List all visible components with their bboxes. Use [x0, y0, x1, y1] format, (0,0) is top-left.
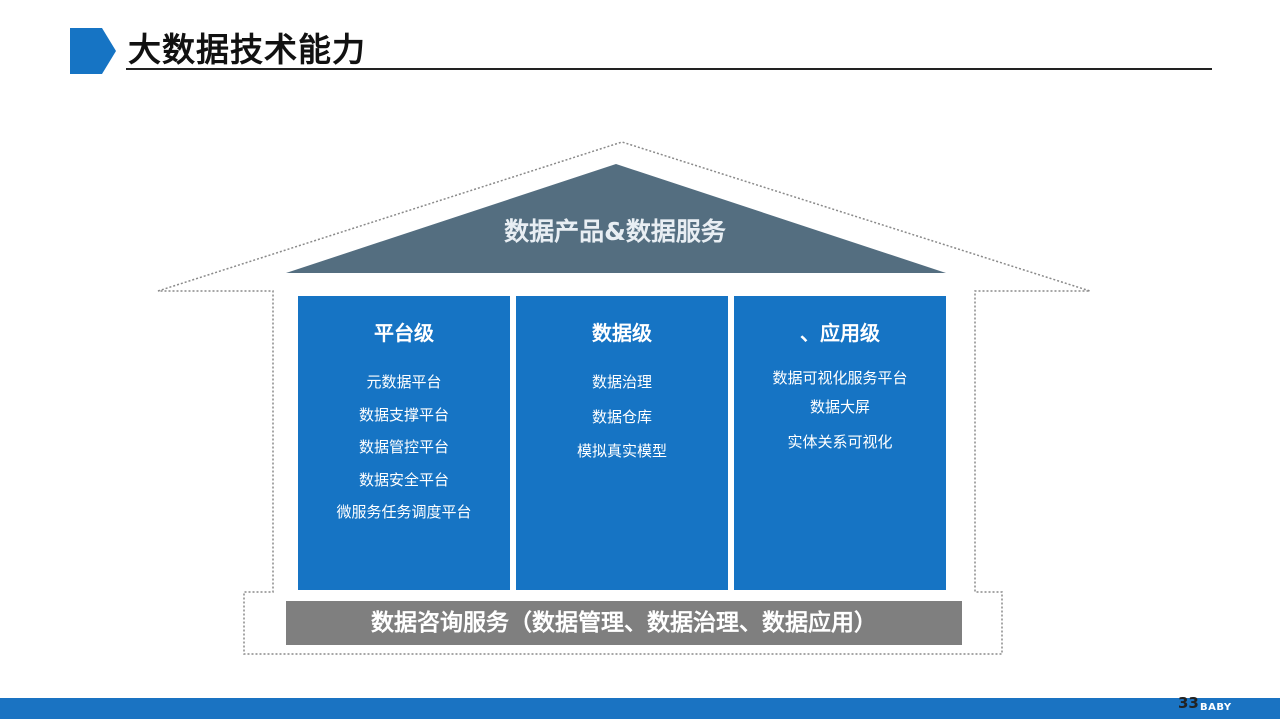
footer-band	[0, 698, 1280, 719]
list-item: 数据可视化服务平台	[772, 369, 908, 387]
base-consulting-bar: 数据咨询服务（数据管理、数据治理、数据应用）	[286, 601, 962, 645]
column-application-level: 、应用级 数据可视化服务平台 数据大屏 实体关系可视化	[734, 296, 946, 590]
column-item-list: 数据治理 数据仓库 模拟真实模型	[516, 372, 728, 476]
list-item: 元数据平台	[366, 373, 442, 391]
brand-logo-text: BABY	[1200, 702, 1232, 713]
slide-title-bar: 大数据技术能力	[70, 24, 1212, 74]
column-heading: 平台级	[374, 321, 434, 345]
list-item: 模拟真实模型	[576, 442, 667, 460]
column-heading: 、应用级	[800, 321, 880, 345]
slide-title: 大数据技术能力	[128, 30, 366, 69]
column-item-list: 数据可视化服务平台 数据大屏 实体关系可视化	[734, 368, 946, 461]
list-item: 数据支撑平台	[358, 405, 449, 424]
list-item: 数据大屏	[809, 398, 870, 416]
roof-triangle	[286, 164, 946, 273]
list-item: 微服务任务调度平台	[336, 503, 472, 521]
list-item: 数据治理	[591, 373, 652, 391]
title-marker-icon	[70, 28, 116, 74]
list-item: 数据安全平台	[358, 470, 449, 489]
list-item: 数据管控平台	[358, 438, 449, 456]
title-underline	[126, 68, 1212, 70]
column-data-level: 数据级 数据治理 数据仓库 模拟真实模型	[516, 296, 728, 590]
house-outline-frame	[157, 141, 1091, 655]
roof-label: 数据产品&数据服务	[504, 217, 726, 246]
page-number: 33	[1178, 694, 1199, 712]
column-item-list: 元数据平台 数据支撑平台 数据管控平台 数据安全平台 微服务任务调度平台	[298, 372, 510, 535]
list-item: 实体关系可视化	[787, 433, 893, 451]
list-item: 数据仓库	[591, 407, 652, 426]
column-heading: 数据级	[592, 321, 652, 345]
column-platform-level: 平台级 元数据平台 数据支撑平台 数据管控平台 数据安全平台 微服务任务调度平台	[298, 296, 510, 590]
